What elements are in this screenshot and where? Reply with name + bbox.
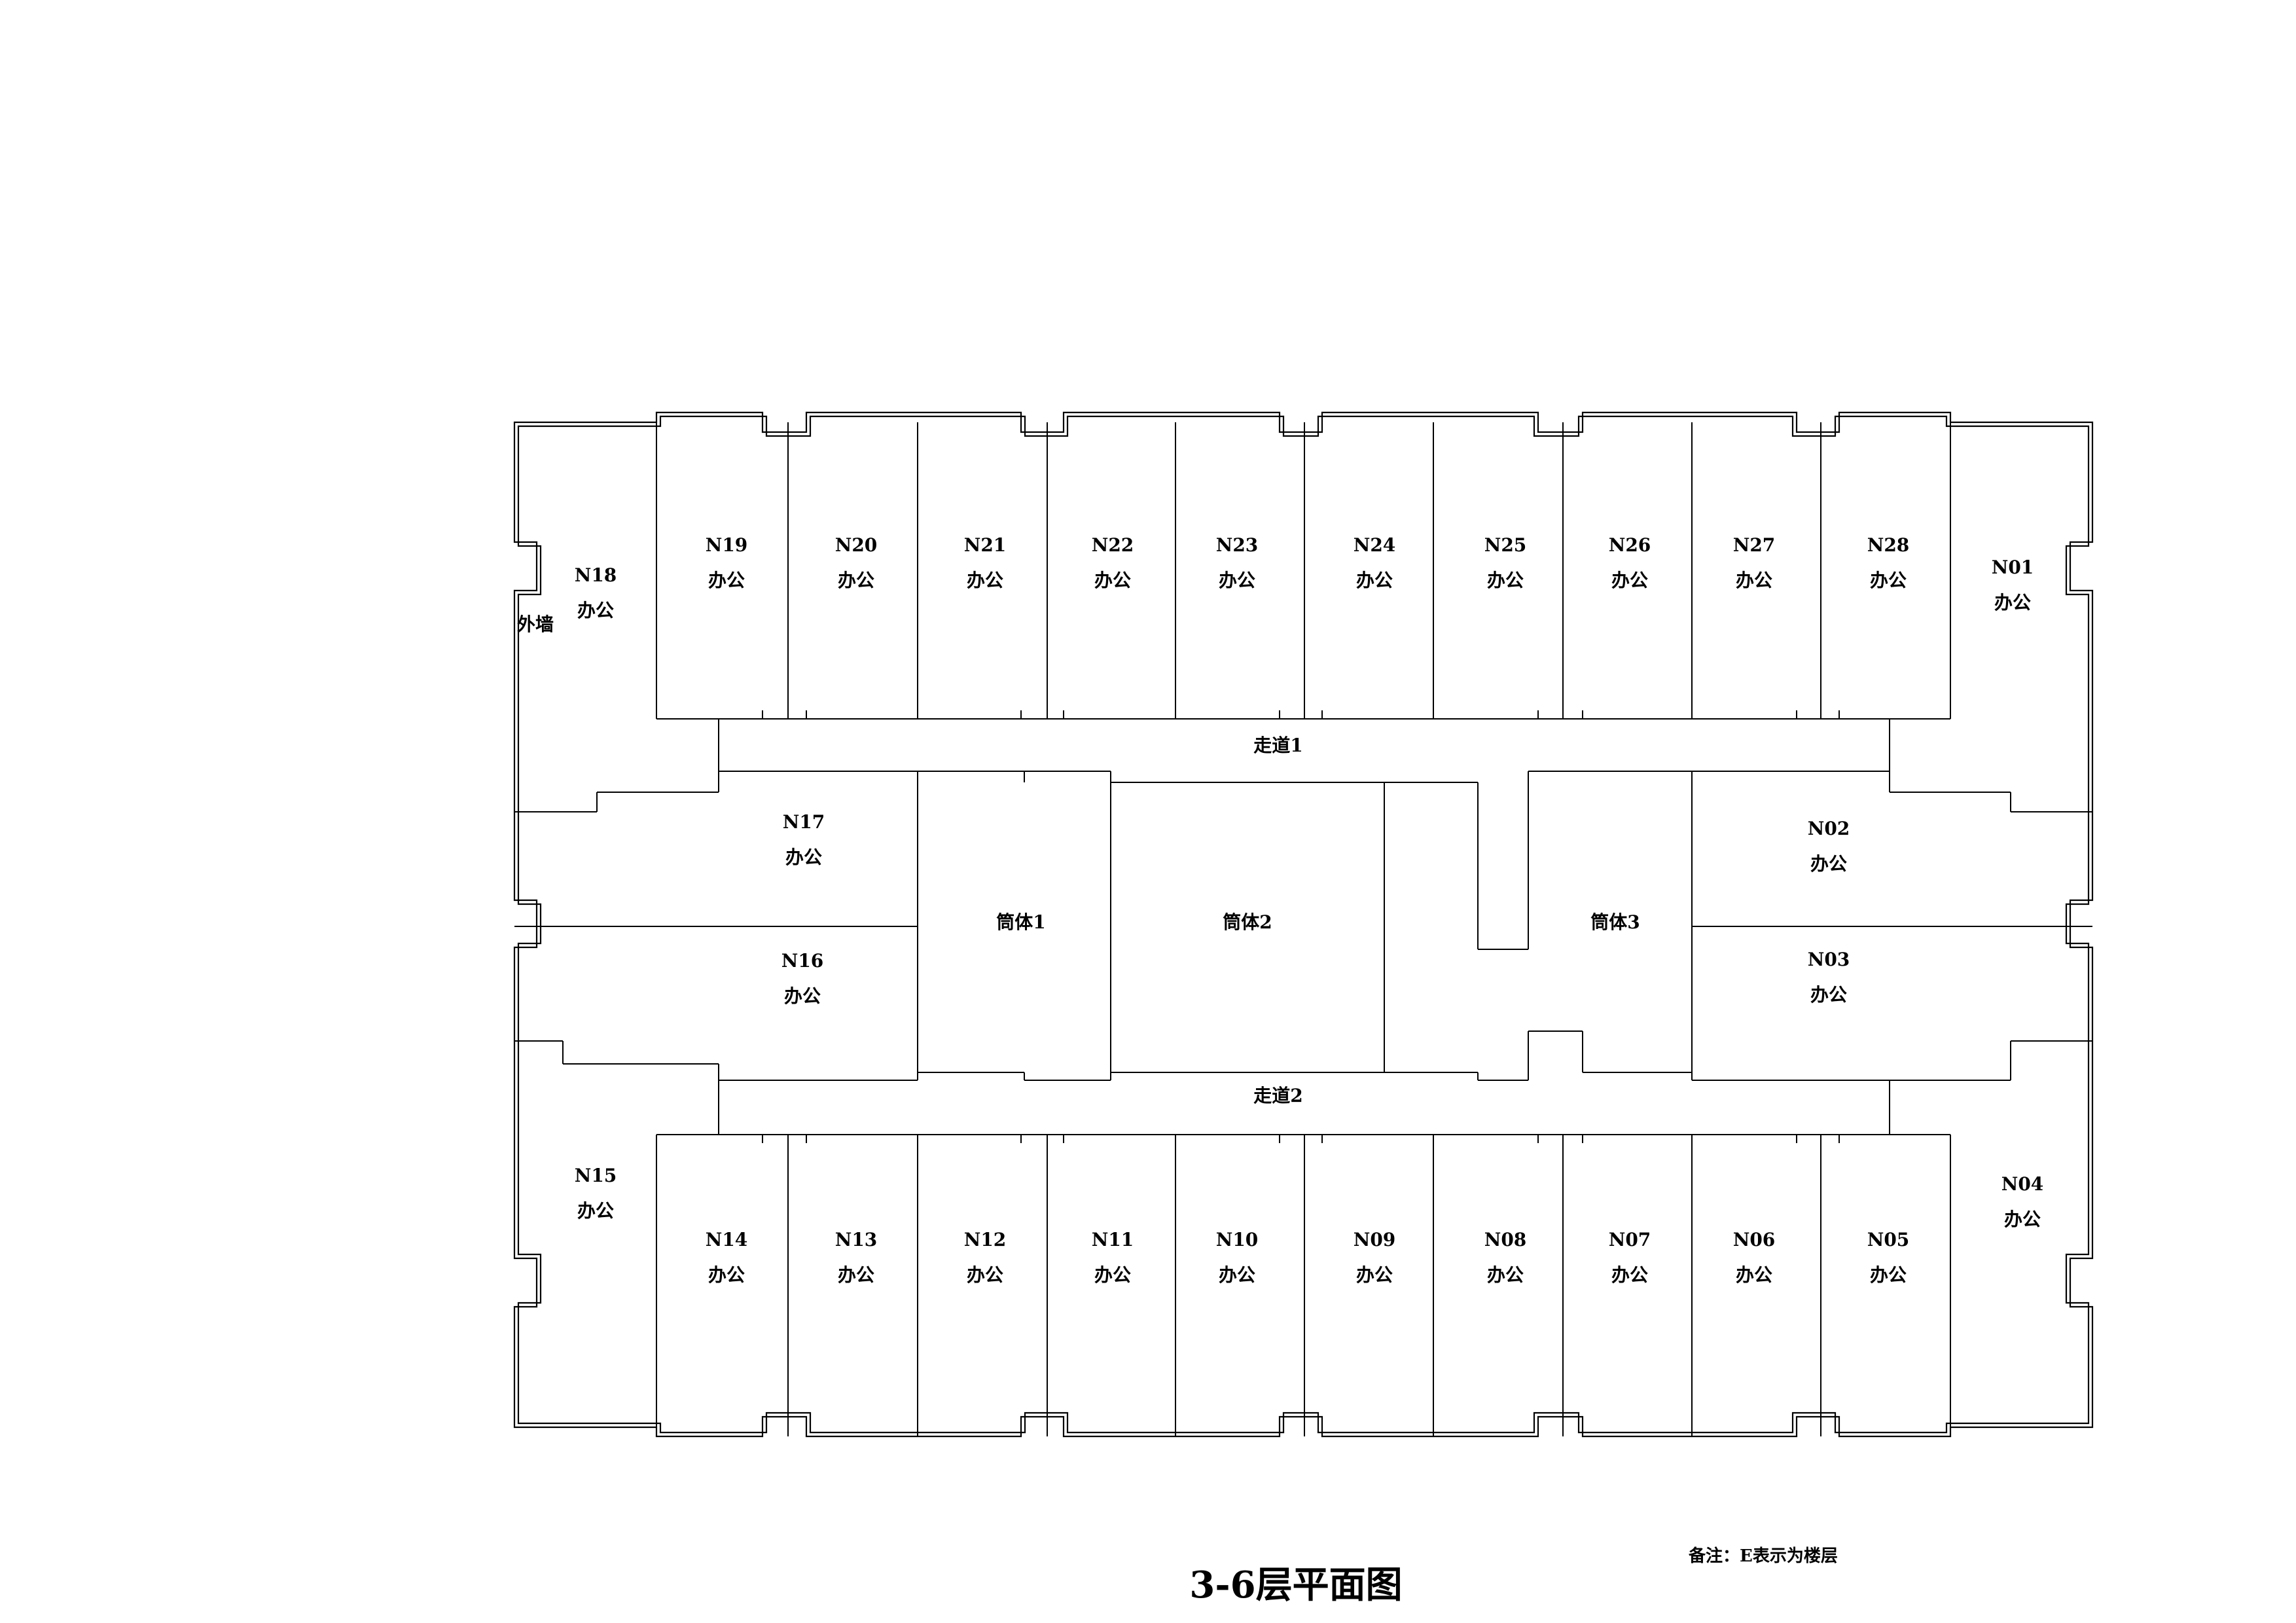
room-code: N15	[575, 1165, 617, 1186]
room-code: N12	[964, 1229, 1007, 1250]
room-n07: N07 办公	[1609, 1229, 1651, 1286]
room-use: 办公	[1094, 1264, 1131, 1286]
core-1-label: 筒体1	[996, 911, 1045, 933]
room-n16: N16 办公	[781, 950, 824, 1007]
room-n09: N09 办公	[1354, 1229, 1396, 1286]
room-use: 办公	[1487, 1264, 1524, 1286]
corridor-2-label: 走道2	[1253, 1085, 1302, 1106]
room-n03: N03 办公	[1808, 949, 1850, 1006]
room-code: N21	[964, 534, 1007, 556]
room-use: 办公	[785, 847, 822, 868]
room-code: N10	[1216, 1229, 1259, 1250]
room-use: 办公	[838, 570, 874, 591]
room-labels: N01 办公 N02 办公 N03 办公 N04 办公 N05 办公 N06 办公 N07 办公 N08 办公…	[575, 534, 2044, 1286]
room-n11: N11 办公	[1092, 1229, 1134, 1286]
room-use: 办公	[1611, 570, 1648, 591]
room-n08: N08 办公	[1484, 1229, 1527, 1286]
room-code: N16	[781, 950, 824, 972]
legend-note: 备注：E表示为楼层	[1688, 1546, 1838, 1566]
room-code: N18	[575, 564, 617, 586]
room-n04: N04 办公	[2001, 1173, 2044, 1230]
room-code: N09	[1354, 1229, 1396, 1250]
core-3-label: 筒体3	[1590, 911, 1640, 933]
room-n01: N01 办公	[1992, 556, 2034, 613]
room-use: 办公	[1094, 570, 1131, 591]
room-use: 办公	[1810, 984, 1847, 1006]
exterior-walls	[513, 411, 2094, 1438]
room-n02: N02 办公	[1808, 818, 1850, 875]
room-n24: N24 办公	[1354, 534, 1396, 591]
room-code: N25	[1484, 534, 1527, 556]
room-code: N11	[1092, 1229, 1134, 1250]
room-n28: N28 办公	[1867, 534, 1910, 591]
room-use: 办公	[838, 1264, 874, 1286]
room-code: N19	[706, 534, 748, 556]
corridor-1-label: 走道1	[1253, 735, 1302, 756]
room-code: N06	[1733, 1229, 1776, 1250]
room-code: N26	[1609, 534, 1651, 556]
room-n15: N15 办公	[575, 1165, 617, 1222]
room-n26: N26 办公	[1609, 534, 1651, 591]
room-code: N23	[1216, 534, 1259, 556]
room-use: 办公	[784, 985, 821, 1007]
room-n25: N25 办公	[1484, 534, 1527, 591]
room-n18: N18 办公	[575, 564, 617, 621]
room-code: N13	[835, 1229, 878, 1250]
room-n27: N27 办公	[1733, 534, 1776, 591]
room-use: 办公	[577, 1200, 614, 1222]
room-n23: N23 办公	[1216, 534, 1259, 591]
room-use: 办公	[1736, 1264, 1772, 1286]
outer-wall-line	[513, 411, 2094, 1438]
room-n06: N06 办公	[1733, 1229, 1776, 1286]
room-code: N17	[783, 811, 825, 833]
room-n10: N10 办公	[1216, 1229, 1259, 1286]
room-code: N03	[1808, 949, 1850, 970]
room-use: 办公	[1356, 1264, 1393, 1286]
room-code: N24	[1354, 534, 1396, 556]
room-use: 办公	[967, 1264, 1003, 1286]
room-use: 办公	[1611, 1264, 1648, 1286]
room-use: 办公	[577, 600, 614, 621]
room-use: 办公	[1356, 570, 1393, 591]
room-use: 办公	[708, 1264, 745, 1286]
room-code: N05	[1867, 1229, 1910, 1250]
room-use: 办公	[1736, 570, 1772, 591]
room-use: 办公	[1810, 853, 1847, 875]
interior-partitions	[514, 422, 2092, 1436]
core-2-label: 筒体2	[1223, 911, 1272, 933]
room-use: 办公	[2004, 1209, 2041, 1230]
room-n19: N19 办公	[706, 534, 748, 591]
room-n12: N12 办公	[964, 1229, 1007, 1286]
room-code: N20	[835, 534, 878, 556]
room-use: 办公	[708, 570, 745, 591]
room-use: 办公	[1487, 570, 1524, 591]
room-n20: N20 办公	[835, 534, 878, 591]
inner-wall-line	[517, 415, 2090, 1434]
room-use: 办公	[1219, 570, 1255, 591]
room-n22: N22 办公	[1092, 534, 1134, 591]
exterior-wall-label: 外墙	[517, 613, 554, 635]
room-n14: N14 办公	[706, 1229, 748, 1286]
room-code: N08	[1484, 1229, 1527, 1250]
room-code: N14	[706, 1229, 748, 1250]
plan-labels: 外墙 走道1 走道2 筒体1 筒体2 筒体3	[517, 613, 1640, 1106]
room-code: N28	[1867, 534, 1910, 556]
room-use: 办公	[1994, 592, 2031, 613]
room-use: 办公	[967, 570, 1003, 591]
room-code: N04	[2001, 1173, 2044, 1195]
room-code: N22	[1092, 534, 1134, 556]
room-n05: N05 办公	[1867, 1229, 1910, 1286]
room-n21: N21 办公	[964, 534, 1007, 591]
room-code: N02	[1808, 818, 1850, 839]
plan-title: 3-6层平面图	[1189, 1563, 1402, 1607]
room-n13: N13 办公	[835, 1229, 878, 1286]
room-use: 办公	[1870, 1264, 1907, 1286]
room-use: 办公	[1870, 570, 1907, 591]
room-code: N27	[1733, 534, 1776, 556]
room-code: N07	[1609, 1229, 1651, 1250]
room-n17: N17 办公	[783, 811, 825, 868]
room-use: 办公	[1219, 1264, 1255, 1286]
room-code: N01	[1992, 556, 2034, 578]
